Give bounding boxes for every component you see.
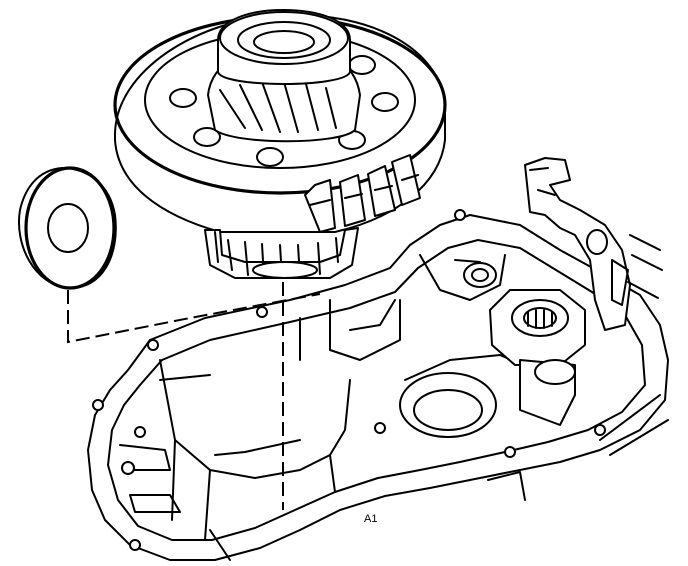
washer: [18, 166, 117, 290]
differential-assembly: [113, 9, 447, 279]
figure-code-label: A1: [364, 513, 377, 525]
leader-lines: [67, 282, 321, 510]
transaxle-case: [87, 157, 669, 561]
